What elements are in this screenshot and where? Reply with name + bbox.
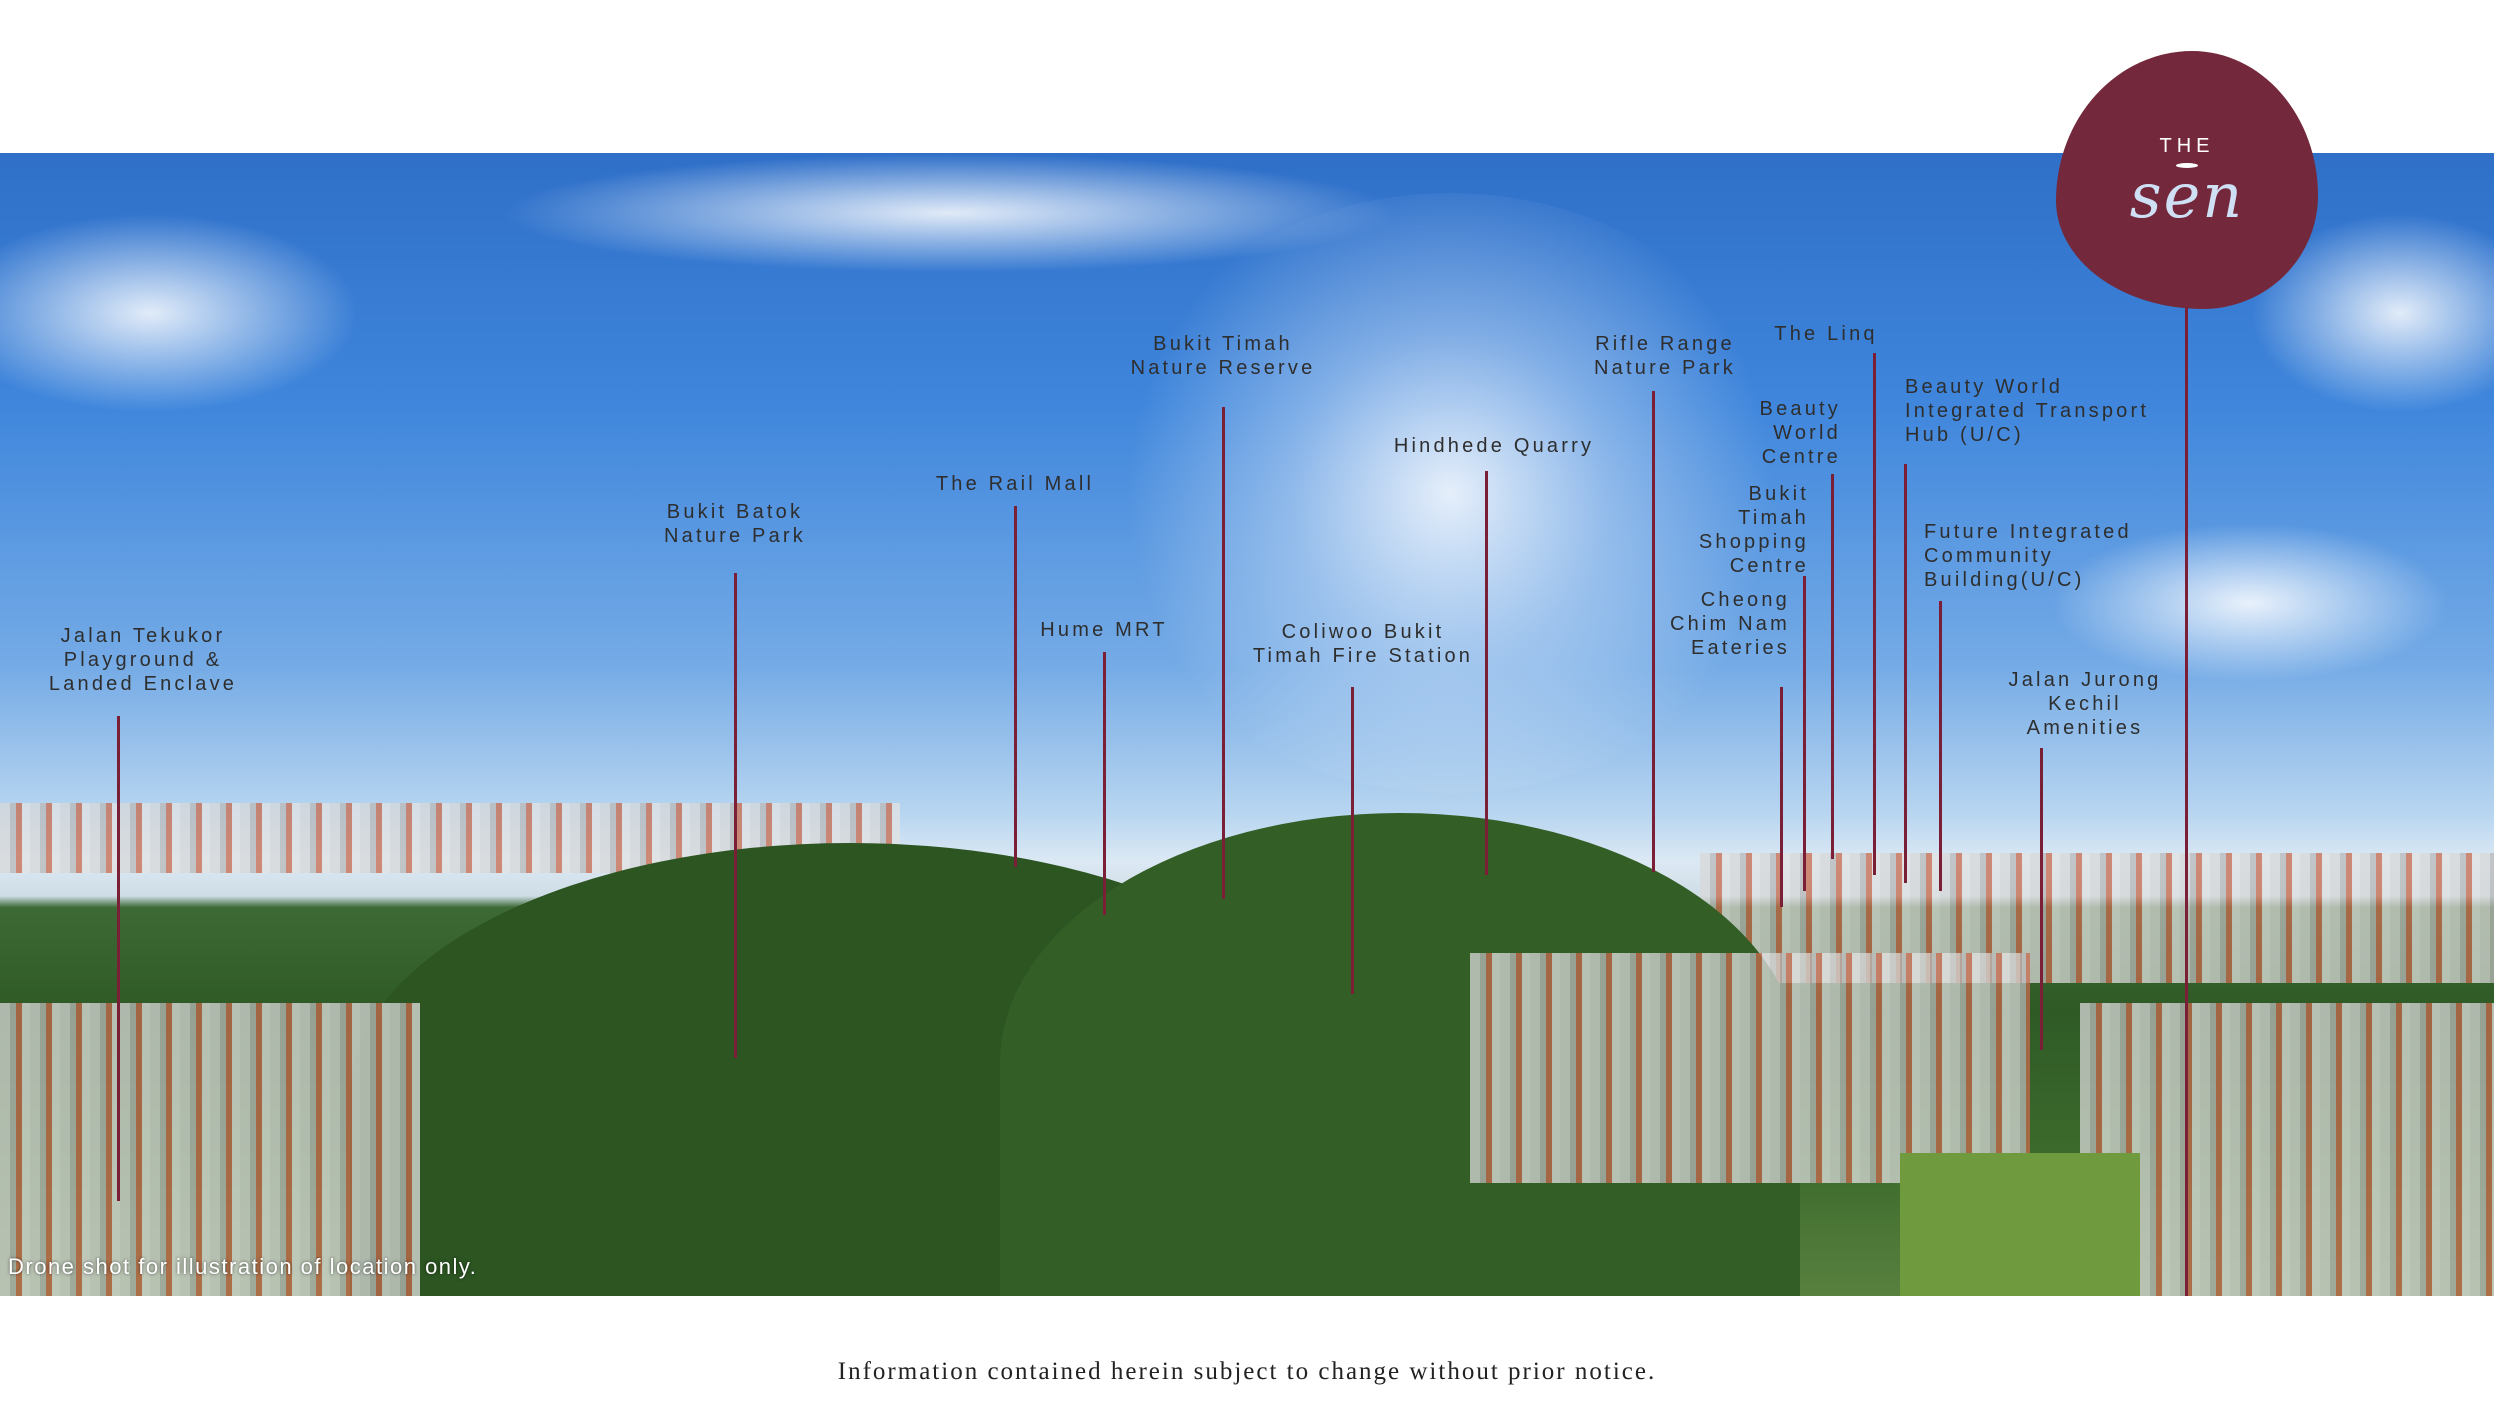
footer-disclaimer: Information contained herein subject to … <box>837 1358 1657 1385</box>
landmark-label: Cheong Chim Nam Eateries <box>1669 589 1790 659</box>
landmark-label: Beauty World Centre <box>1759 398 1841 468</box>
landmark-label: Hume MRT <box>1040 619 1168 641</box>
pin-line <box>734 573 737 1058</box>
pin-line <box>1222 407 1225 899</box>
houses-centre <box>1470 953 2030 1183</box>
pin-line <box>1103 652 1106 915</box>
logo-sen: sen <box>2129 159 2245 232</box>
landmark-label: The Linq <box>1774 323 1878 345</box>
landmark-label: Hindhede Quarry <box>1393 435 1595 457</box>
the-sen-logo: THE sen <box>2056 51 2318 309</box>
landmark-label: Jalan Tekukor Playground & Landed Enclav… <box>48 625 238 695</box>
aerial-panorama-photo <box>0 153 2494 1296</box>
pin-line <box>2040 748 2043 1050</box>
pin-line <box>1904 464 1907 883</box>
landmark-label: Rifle Range Nature Park <box>1594 333 1736 379</box>
houses-left <box>0 1003 420 1296</box>
pin-line <box>1873 353 1876 875</box>
landmark-label: Coliwoo Bukit Timah Fire Station <box>1252 621 1474 667</box>
pin-line <box>1831 474 1834 859</box>
cloud <box>2050 523 2450 683</box>
houses-right <box>2080 1003 2494 1296</box>
landmark-label: Jalan Jurong Kechil Amenities <box>2008 669 2162 739</box>
landmark-label: Beauty World Integrated Transport Hub (U… <box>1905 376 2150 446</box>
pin-line <box>1803 576 1806 891</box>
pin-line <box>1351 687 1354 994</box>
pin-line <box>1652 391 1655 872</box>
the-sen-pin-line <box>2185 302 2188 1296</box>
logo-the: THE <box>2159 135 2215 157</box>
landmark-label: Bukit Timah Shopping Centre <box>1698 483 1809 577</box>
cloud <box>0 213 360 413</box>
field <box>1900 1153 2140 1296</box>
illustration-disclaimer: Drone shot for illustration of location … <box>8 1254 478 1279</box>
pin-line <box>1485 471 1488 875</box>
sun-glow <box>1100 193 1800 793</box>
pin-line <box>1939 601 1942 891</box>
pin-line <box>1780 687 1783 907</box>
landmark-label: The Rail Mall <box>935 473 1095 495</box>
cloud <box>500 153 1400 273</box>
pin-line <box>1014 506 1017 867</box>
landmark-label: Bukit Batok Nature Park <box>664 501 806 547</box>
landmark-label: Future Integrated Community Building(U/C… <box>1924 521 2132 591</box>
landmark-label: Bukit Timah Nature Reserve <box>1130 333 1316 379</box>
pin-line <box>117 716 120 1201</box>
logo-macron <box>2176 163 2198 168</box>
